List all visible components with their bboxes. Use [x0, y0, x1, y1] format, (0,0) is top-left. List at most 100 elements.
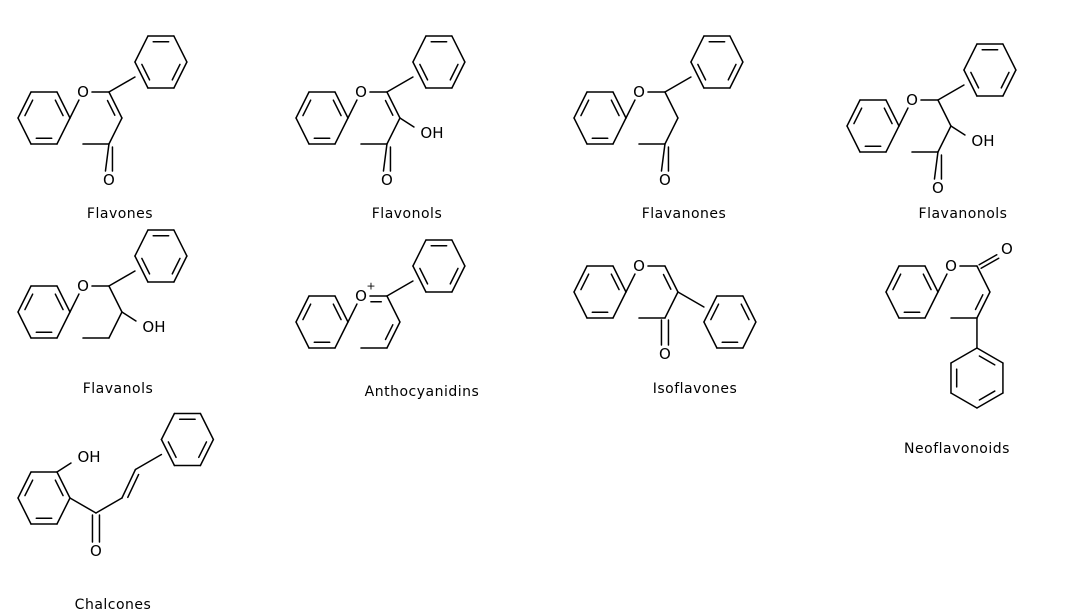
carbonyl-bond-line: [660, 143, 666, 172]
ring-bond-line: [347, 99, 358, 119]
ring-bond-line: [963, 69, 978, 97]
ring-bond-line: [412, 239, 427, 267]
ring-bond-line: [573, 265, 588, 293]
carbonyl-oxygen-label: O: [381, 171, 393, 189]
double-bond-line: [54, 293, 64, 311]
ring-bond-line: [703, 295, 718, 323]
ring-bond-line: [898, 107, 909, 127]
double-bond-line: [198, 441, 208, 459]
ring-bond-line: [56, 91, 71, 119]
ring-bond-line: [976, 347, 1004, 364]
phenyl-bond-line: [386, 280, 414, 297]
double-bond-line: [662, 273, 672, 290]
ring-bond-line: [664, 117, 679, 145]
carbonyl-oxygen-label: O: [932, 179, 944, 197]
ring-bond-line: [451, 61, 466, 89]
ring-bond-line: [846, 99, 861, 127]
ring-bond-line: [108, 117, 123, 145]
double-bond-line: [922, 273, 932, 291]
double-bond-line: [384, 99, 394, 116]
caption-neoflavonoids: Neoflavonoids: [904, 441, 1010, 457]
hydroxyl-label: OH: [77, 448, 100, 466]
double-bond-line: [853, 107, 863, 125]
phenyl-bond-line: [386, 76, 414, 93]
ring-bond-line: [334, 321, 349, 349]
hydroxyl-bond-line: [399, 117, 415, 128]
carbonyl-oxygen-label: O: [1001, 240, 1013, 258]
ring-bond-line: [17, 497, 32, 525]
ring-bond-line: [625, 99, 636, 119]
caption-flavanonols: Flavanonols: [918, 206, 1008, 222]
double-bond-line: [24, 99, 34, 117]
double-bond-line: [171, 257, 181, 275]
ring-bond-line: [664, 265, 679, 293]
ring-bond-line: [742, 321, 757, 349]
double-bond-line: [978, 355, 996, 366]
ring-bond-line: [573, 117, 588, 145]
ring-bond-line: [17, 311, 32, 339]
carbonyl-bond-line: [933, 151, 939, 180]
ring-bond-line: [1002, 69, 1017, 97]
ring-bond-line: [56, 117, 71, 145]
double-bond-line: [24, 479, 34, 497]
double-bond-line: [727, 63, 737, 81]
ring-bond-line: [612, 91, 627, 119]
caption-anthocyanidins: Anthocyanidins: [364, 384, 480, 400]
phenyl-bond-line: [108, 76, 136, 93]
ring-bond-line: [173, 61, 188, 89]
ring-oxygen-label: O: [906, 91, 918, 109]
ring-bond-line: [885, 265, 900, 293]
neoflavonoids-structure: OO: [885, 240, 1013, 409]
ring-bond-line: [199, 438, 215, 467]
double-bond-line: [974, 294, 984, 311]
double-bond-line: [24, 293, 34, 311]
phenyl-bond-line: [108, 270, 136, 287]
double-bond-line: [419, 267, 429, 285]
hydroxyl-label: OH: [142, 318, 165, 336]
double-bond-line: [384, 324, 394, 341]
caption-chalcones: Chalcones: [74, 597, 152, 613]
ring-bond-line: [924, 265, 939, 293]
ring-bond-line: [173, 35, 188, 63]
caption-isoflavones: Isoflavones: [652, 381, 738, 397]
chain-bond-line: [121, 468, 137, 499]
chain-bond-line: [69, 497, 97, 514]
carbonyl-bond-line: [382, 143, 388, 172]
double-bond-line: [449, 63, 459, 81]
flavanols-structure: OOH: [17, 229, 188, 339]
ring-bond-line: [56, 471, 71, 499]
hydroxyl-bond-line: [950, 125, 966, 136]
ring-bond-line: [17, 117, 32, 145]
carbonyl-oxygen-label: O: [659, 345, 671, 363]
double-bond-line: [106, 99, 116, 116]
ring-bond-line: [885, 125, 900, 153]
ring-bond-line: [160, 438, 176, 467]
ring-oxygen-label: O: [355, 287, 367, 305]
ring-bond-line: [976, 265, 991, 293]
ring-bond-line: [17, 91, 32, 119]
ring-bond-line: [950, 392, 978, 409]
ring-bond-line: [134, 61, 149, 89]
caption-flavonols: Flavonols: [371, 206, 443, 222]
ring-bond-line: [108, 311, 123, 339]
anthocyanidins-structure: O+: [295, 239, 466, 349]
ring-bond-line: [937, 99, 952, 127]
double-bond-line: [978, 254, 998, 266]
ring-oxygen-label: O: [633, 83, 645, 101]
carbonyl-oxygen-label: O: [103, 171, 115, 189]
chalcones-structure: OHO: [17, 412, 215, 560]
double-bond-line: [580, 273, 590, 291]
ring-bond-line: [56, 311, 71, 339]
hydroxyl-label: OH: [971, 132, 994, 150]
ring-bond-line: [976, 291, 991, 319]
positive-charge-label: +: [366, 280, 375, 293]
ring-bond-line: [295, 91, 310, 119]
caption-flavones: Flavones: [86, 206, 154, 222]
ring-bond-line: [173, 229, 188, 257]
double-bond-line: [171, 63, 181, 81]
double-bond-line: [710, 303, 720, 321]
carbonyl-bond-line: [104, 143, 110, 172]
ring-bond-line: [924, 291, 939, 319]
double-bond-line: [883, 107, 893, 125]
ring-bond-line: [386, 117, 401, 145]
